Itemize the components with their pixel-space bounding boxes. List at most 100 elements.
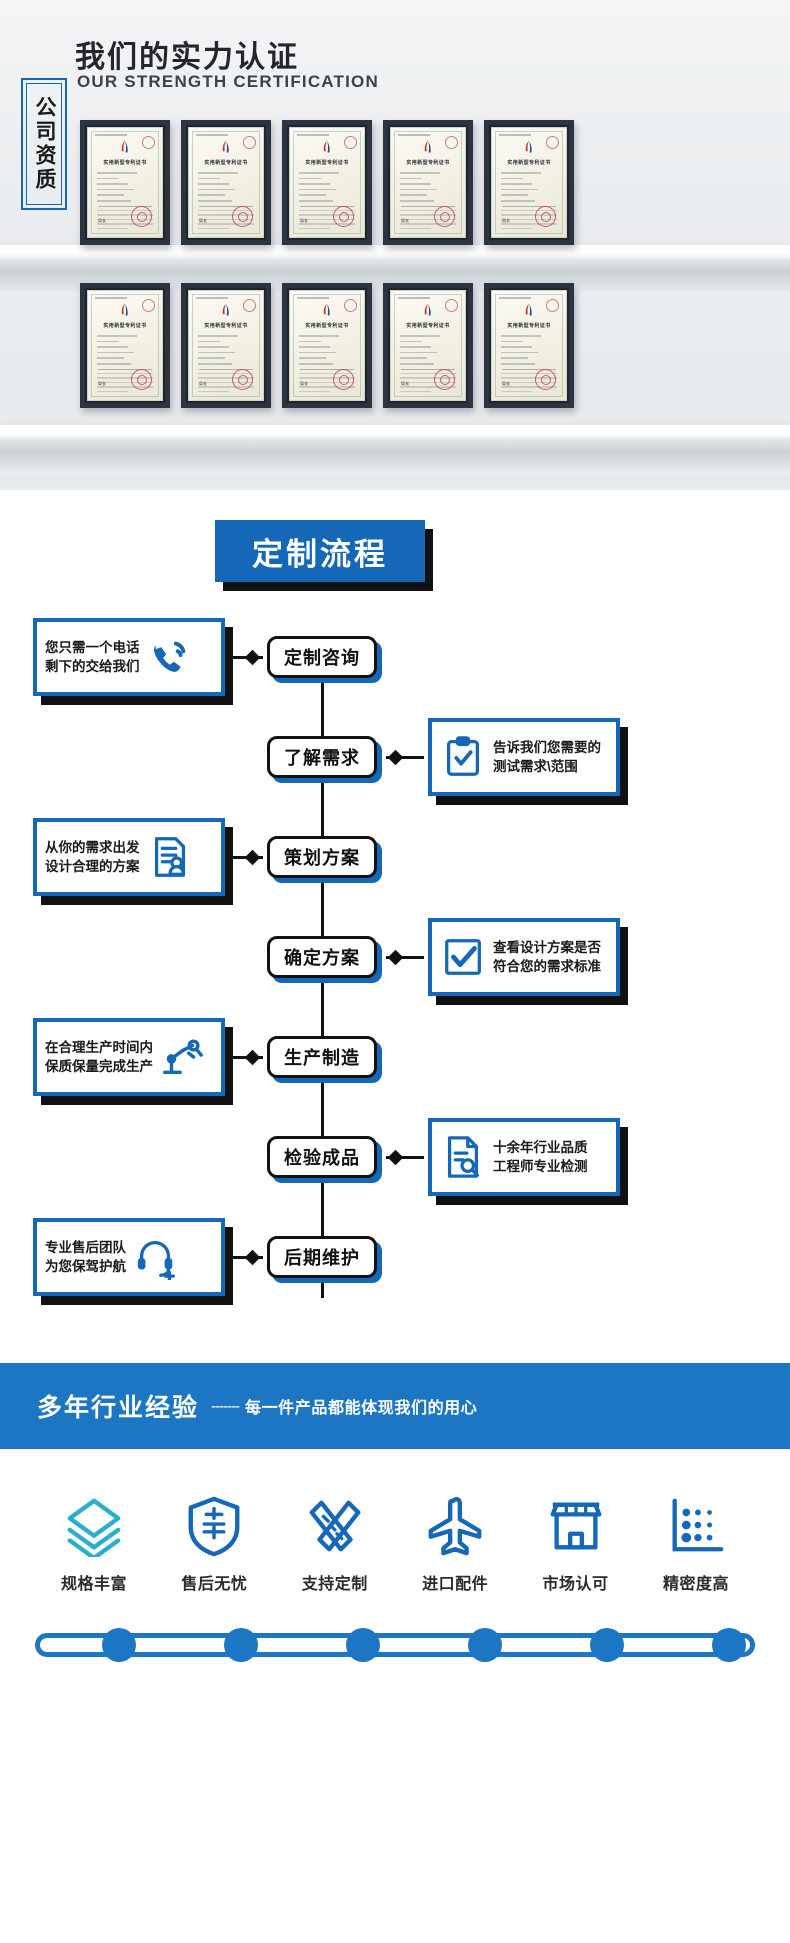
certificate-title: 实用新型专利证书 [204,160,248,166]
process-step-node[interactable]: 后期维护 [267,1236,382,1283]
headset-add-icon [133,1234,179,1282]
certificate-signature: 局长 [199,381,207,386]
certificate-signature: 局长 [98,218,106,223]
certificate-mat: 实用新型专利证书 局长 [186,288,266,403]
process-callout: 十余年行业品质 工程师专业检测 [428,1118,628,1205]
patent-emblem-icon [323,140,330,153]
certificate-field-lines [198,172,254,206]
shelf-bottom-riser [0,451,790,475]
qualification-badge-inner: 公司资质 [26,83,62,205]
certificate-footer-line [401,205,455,207]
experience-banner-dash: ------- [211,1397,240,1415]
certificate-signature: 局长 [300,381,308,386]
timeline-dot [468,1628,502,1662]
feature-item: 售后无忧 [160,1495,268,1594]
certificate-paragraph-lines [198,210,254,232]
certificate-paragraph-lines [198,373,254,395]
certificate-field-lines [299,335,355,369]
checkbox-tick-icon [440,934,486,980]
process-callout-text: 查看设计方案是否 符合您的需求标准 [493,940,601,974]
certificate-signature: 局长 [401,218,409,223]
process-callout-text: 告诉我们您需要的 测试需求\范围 [493,740,601,774]
phone-ring-icon [147,634,193,680]
certificate-stamp-small [142,136,155,149]
process-step-node[interactable]: 检验成品 [267,1136,382,1183]
certificate-code-line [499,297,531,299]
certificate-stamp-small [344,136,357,149]
document-person-icon [147,834,193,880]
certificate-field-lines [97,335,153,369]
certificate-mat: 实用新型专利证书 局长 [186,125,266,240]
certificate-title: 实用新型专利证书 [103,160,147,166]
certificate-stamp-small [445,299,458,312]
certificate-seal [232,206,253,227]
certificate-mat: 实用新型专利证书 局长 [85,288,165,403]
process-callout-box: 您只需一个电话 剩下的交给我们 [33,618,225,696]
certificate-paragraph-lines [299,373,355,395]
certificate-title: 实用新型专利证书 [204,323,248,329]
process-callout-box: 专业售后团队 为您保驾护航 [33,1218,225,1296]
certificate-title: 实用新型专利证书 [103,323,147,329]
certificate-field-lines [198,335,254,369]
process-connector-diamond [244,649,261,666]
certificate-mat: 实用新型专利证书 局长 [388,125,468,240]
process-step-node[interactable]: 定制咨询 [267,636,382,683]
features-section: 多年行业经验 ------- 每一件产品都能体现我们的用心 规格丰富 售后无忧 … [0,1320,790,1943]
process-step-node[interactable]: 确定方案 [267,936,382,983]
process-callout: 专业售后团队 为您保驾护航 [33,1218,233,1305]
process-title-label: 定制流程 [215,520,425,582]
certificate-stamp-small [546,136,559,149]
experience-banner-subtitle: 每一件产品都能体现我们的用心 [244,1400,478,1417]
process-callout: 告诉我们您需要的 测试需求\范围 [428,718,628,805]
process-callout-text: 从你的需求出发 设计合理的方案 [45,840,140,874]
certificate-frame: 实用新型专利证书 局长 [282,120,372,245]
feature-label: 市场认可 [542,1576,609,1593]
certificate-footer-line [98,368,152,370]
process-step-node[interactable]: 策划方案 [267,836,382,883]
page-subtitle-en: OUR STRENGTH CERTIFICATION [77,72,379,91]
certificate-paragraph-lines [97,373,153,395]
certificate-mat: 实用新型专利证书 局长 [85,125,165,240]
feature-label: 支持定制 [301,1576,368,1593]
certificate-signature: 局长 [502,218,510,223]
process-step-node[interactable]: 了解需求 [267,736,382,783]
process-step-node[interactable]: 生产制造 [267,1036,382,1083]
certificate-frame: 实用新型专利证书 局长 [282,283,372,408]
process-step-label: 后期维护 [267,1236,377,1278]
process-callout: 查看设计方案是否 符合您的需求标准 [428,918,628,1005]
certificate-frame: 实用新型专利证书 局长 [383,283,473,408]
document-search-icon [440,1134,486,1180]
process-step-label: 确定方案 [267,936,377,978]
certificate-seal [333,206,354,227]
patent-emblem-icon [424,303,431,316]
certificate-stamp-small [142,299,155,312]
feature-label: 精密度高 [662,1576,729,1593]
certificate-title: 实用新型专利证书 [507,160,551,166]
process-step-label: 生产制造 [267,1036,377,1078]
certificate-seal [535,369,556,390]
certificate-footer-line [401,368,455,370]
process-title: 定制流程 [215,520,433,591]
patent-emblem-icon [222,303,229,316]
certificate-paper: 实用新型专利证书 局长 [390,127,466,238]
certificate-stamp-small [344,299,357,312]
process-step-label: 了解需求 [267,736,377,778]
timeline-bar [35,1628,755,1662]
certification-section: 我们的实力认证 OUR STRENGTH CERTIFICATION 公司资质 … [0,0,790,490]
certificate-paper: 实用新型专利证书 局长 [289,290,365,401]
certificate-field-lines [299,172,355,206]
certificate-signature: 局长 [300,218,308,223]
certificate-code-line [95,134,127,136]
certificate-frame: 实用新型专利证书 局长 [383,120,473,245]
timeline-dot [712,1628,746,1662]
airplane-icon [424,1495,486,1557]
patent-emblem-icon [323,303,330,316]
process-callout-text: 您只需一个电话 剩下的交给我们 [45,640,140,674]
certificate-code-line [196,297,228,299]
certificate-code-line [499,134,531,136]
certificate-frame: 实用新型专利证书 局长 [484,283,574,408]
certificate-seal [535,206,556,227]
qualification-badge: 公司资质 [21,78,67,210]
certificate-stamp-small [445,136,458,149]
process-connector-diamond [387,749,404,766]
